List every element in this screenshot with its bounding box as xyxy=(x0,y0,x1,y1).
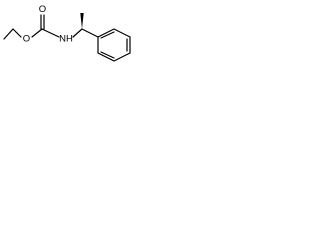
bond-nitrogen-chiral-carbon xyxy=(72,28,83,38)
bond-carbonyl-carbon-nitrogen xyxy=(41,28,60,38)
amide-nitrogen-label: NH xyxy=(59,34,73,45)
bond-chiral-carbon-ring xyxy=(81,28,99,38)
stereo-wedge-bond xyxy=(80,13,84,29)
chemical-structure: O O NH xyxy=(3,4,131,62)
benzene-ring xyxy=(97,28,131,62)
bond-methyl-methylene xyxy=(3,28,14,40)
bond-methylene-ester-oxygen xyxy=(12,28,22,38)
carbonyl-oxygen-label: O xyxy=(39,4,46,15)
ring-double-bond-top xyxy=(100,31,115,39)
bond-ester-oxygen-carbonyl-carbon xyxy=(31,28,43,38)
ester-oxygen-label: O xyxy=(23,34,30,45)
ring-double-bond-bottom xyxy=(100,51,115,59)
